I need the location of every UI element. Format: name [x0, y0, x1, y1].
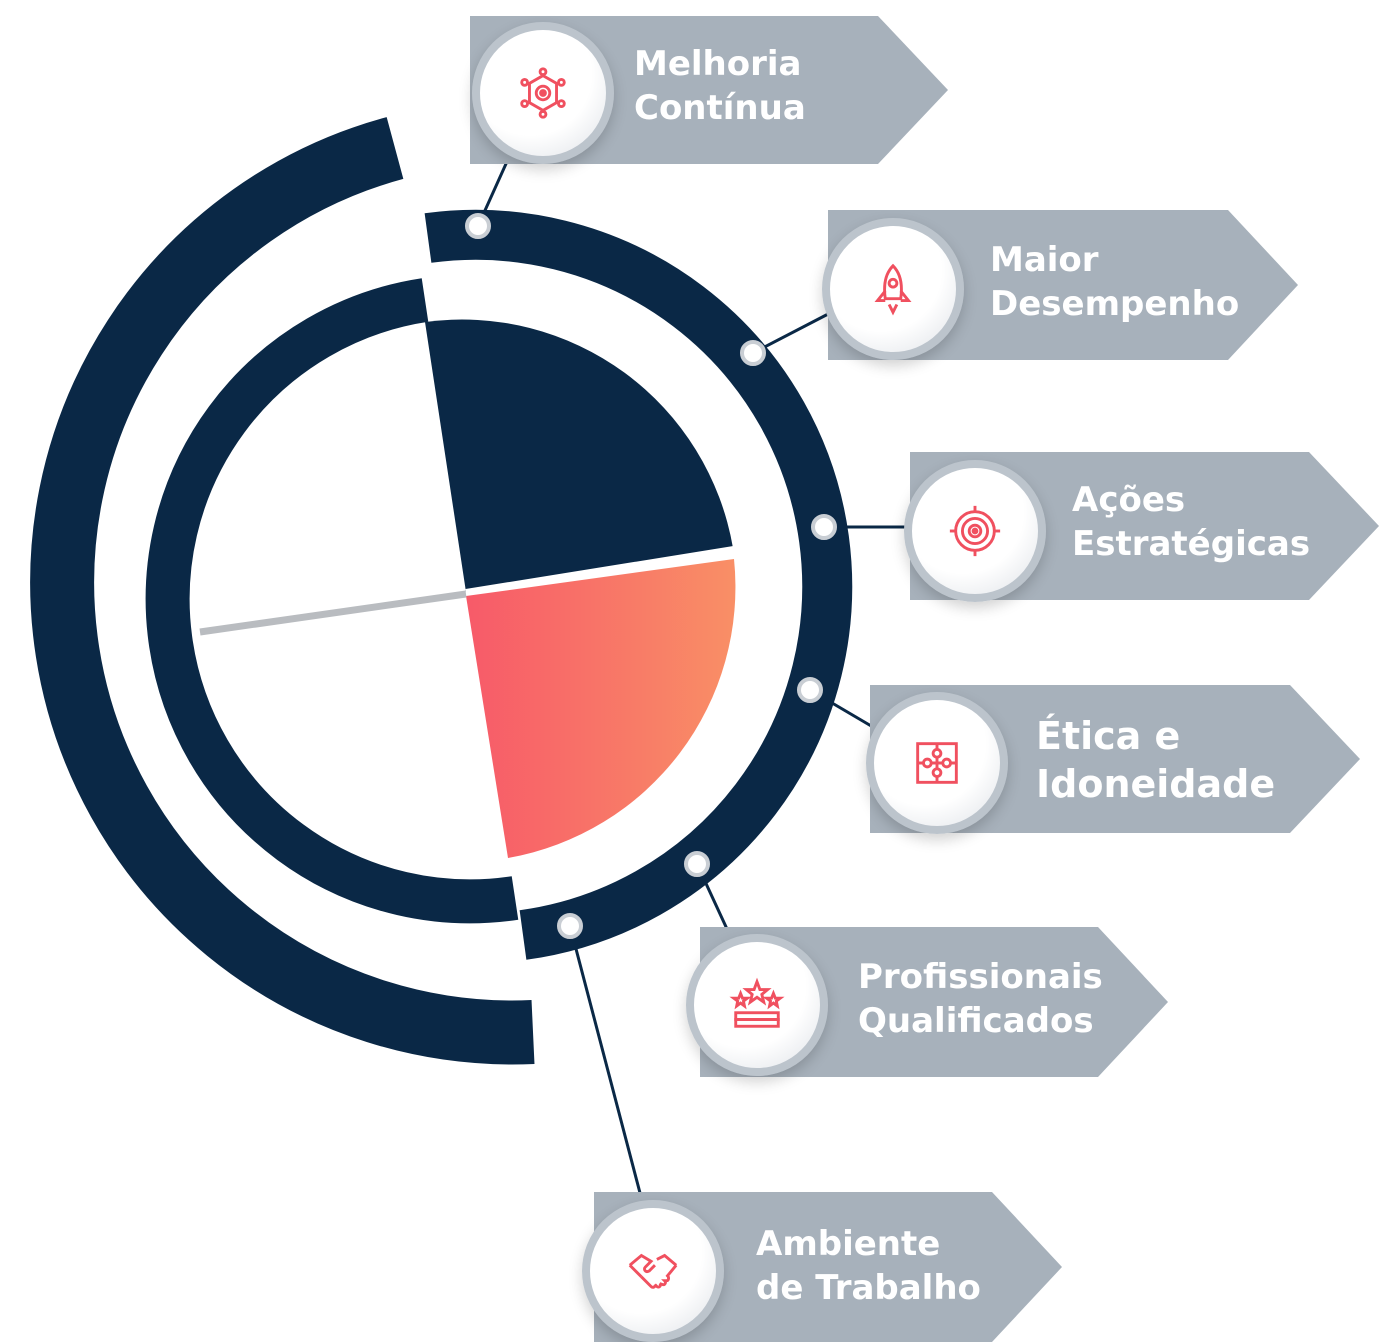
label-line-2: Idoneidade [1036, 762, 1276, 806]
outer-arc [30, 117, 535, 1065]
connector-dot-2 [740, 340, 766, 366]
gear-network-icon [472, 22, 614, 164]
connector-line-4 [809, 688, 879, 732]
stars-podium-icon [686, 934, 828, 1076]
label-line-1: Maior [990, 240, 1099, 280]
inner-ring [145, 278, 519, 924]
label-line-1: Ética e [1036, 714, 1181, 758]
handshake-icon [582, 1200, 724, 1342]
label-line-1: Melhoria [634, 44, 802, 84]
label-acoes-estrategicas: Ações Estratégicas [1072, 478, 1310, 566]
rocket-icon [822, 218, 964, 360]
label-line-2: Contínua [634, 88, 806, 128]
connector-dot-4 [797, 677, 823, 703]
connector-dot-5 [684, 851, 710, 877]
gray-divider [199, 590, 467, 636]
target-icon [904, 460, 1046, 602]
connector-line-2 [752, 310, 833, 355]
label-line-1: Profissionais [858, 957, 1103, 997]
connector-line-6 [568, 925, 647, 1213]
label-line-1: Ambiente [756, 1224, 941, 1264]
label-maior-desempenho: Maior Desempenho [990, 238, 1239, 326]
label-line-2: Qualificados [858, 1001, 1094, 1041]
puzzle-icon [866, 692, 1008, 834]
connector-dot-6 [557, 913, 583, 939]
label-profissionais-qualificados: Profissionais Qualificados [858, 955, 1103, 1043]
label-line-2: de Trabalho [756, 1268, 981, 1308]
accent-quadrant [466, 559, 736, 858]
navy-quadrant [425, 319, 733, 592]
label-line-2: Desempenho [990, 284, 1240, 324]
label-ambiente-trabalho: Ambiente de Trabalho [756, 1222, 981, 1310]
connector-dot-1 [465, 213, 491, 239]
connector-dot-3 [811, 514, 837, 540]
label-line-1: Ações [1072, 480, 1186, 520]
label-melhoria-continua: Melhoria Contínua [634, 42, 806, 130]
label-line-2: Estratégicas [1072, 524, 1311, 564]
quadrant-divider [465, 545, 741, 595]
label-etica-idoneidade: Ética e Idoneidade [1036, 712, 1275, 808]
